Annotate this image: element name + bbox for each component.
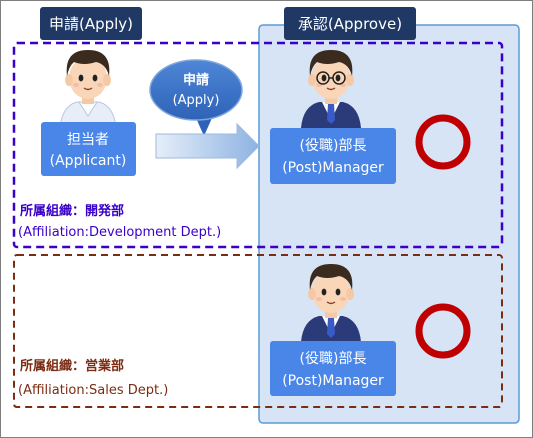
apply-header xyxy=(40,7,142,40)
manager-bottom-line1: (役職)部長 xyxy=(300,351,367,367)
approve-header xyxy=(284,7,416,40)
bubble-line2: (Apply) xyxy=(173,93,220,108)
bubble-line1: 申請 xyxy=(183,72,209,88)
sales-org-box xyxy=(13,254,503,408)
dev-org-label: 所属組織：開発部 xyxy=(20,203,124,219)
manager-bottom-box xyxy=(270,341,396,396)
dev-org-sub: (Affiliation:Development Dept.) xyxy=(18,225,221,240)
applicant-line1: 担当者 xyxy=(67,132,109,148)
apply-speech-bubble xyxy=(149,59,243,136)
sales-org-label: 所属組織：営業部 xyxy=(20,358,124,374)
sales-org-sub: (Affiliation:Sales Dept.) xyxy=(18,383,168,398)
approve-circle-top-icon xyxy=(415,114,471,170)
approve-header-text: 承認(Approve) xyxy=(298,15,402,33)
dev-org-box xyxy=(12,41,504,249)
approve-circle-bottom-icon xyxy=(415,303,471,359)
manager-top-line1: (役職)部長 xyxy=(300,138,367,154)
manager-bottom-line2: (Post)Manager xyxy=(282,373,384,389)
applicant-line2: (Applicant) xyxy=(50,153,127,169)
manager-top-line2: (Post)Manager xyxy=(282,160,384,176)
apply-header-text: 申請(Apply) xyxy=(49,15,133,33)
apply-arrow-icon xyxy=(155,122,260,170)
manager-top-person-icon xyxy=(300,49,362,129)
manager-top-box xyxy=(270,128,396,184)
applicant-box xyxy=(41,122,136,176)
